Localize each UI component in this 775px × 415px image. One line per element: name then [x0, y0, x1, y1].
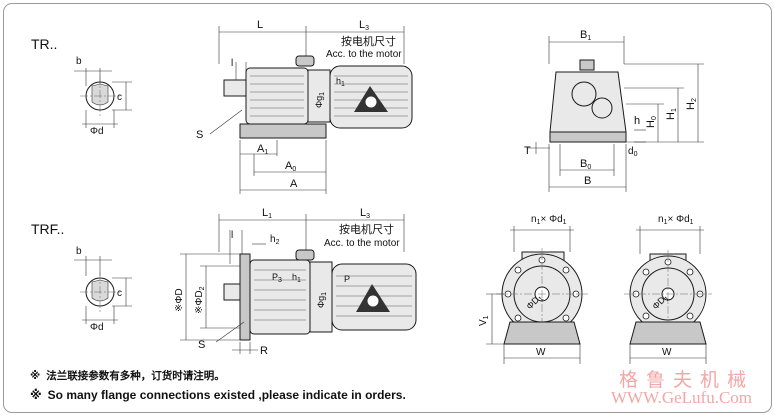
tr-shaft-b-label: b: [76, 56, 82, 67]
trf-P-label: P: [344, 274, 350, 284]
tr-side-view: L L3 按电机尺寸 Acc. to the motor l h1 Φg1 S …: [196, 19, 413, 194]
trf-R-label: R: [260, 345, 268, 357]
trf-h1-label: h1: [292, 272, 301, 284]
trf-l-label: l: [231, 230, 233, 241]
tr-shaft-phid-label: Φd: [90, 126, 104, 137]
tr-l-label: l: [231, 58, 233, 69]
trf-shaft-phid-label: Φd: [90, 322, 104, 333]
technical-drawing: TR.. TRF.. b c Φd L L3 按电机尺寸 Acc. to the…: [31, 19, 712, 364]
title-tr: TR..: [31, 36, 57, 52]
trf-motor-en: Acc. to the motor: [324, 238, 400, 249]
tr-H1-label: H1: [665, 108, 678, 120]
trf-shaft-b-label: b: [76, 246, 82, 257]
trf-shaft-section: b c Φd: [74, 246, 132, 333]
tr-L3-label: L3: [359, 19, 369, 32]
trf-flange-view-1: n1× Φd1 ΦD1 V1 W: [478, 214, 588, 364]
tr-A0-label: A0: [285, 160, 296, 173]
tr-g1-label: Φg1: [314, 92, 326, 108]
tr-B1-label: B1: [580, 29, 591, 42]
tr-H2-label: H2: [685, 98, 698, 110]
watermark-url: WWW.GeLufu.Com: [611, 388, 753, 407]
trf-flange-view-2: n1× Φd1 ΦD1 W: [624, 214, 712, 364]
note-chinese: ※法兰联接参数有多种，订货时请注明。: [30, 370, 225, 382]
flange2-W-label: W: [662, 347, 672, 358]
trf-side-view: L1 L3 按电机尺寸 Acc. to the motor l h2 ※ΦD ※…: [174, 207, 417, 357]
tr-B0-label: B0: [580, 158, 591, 171]
flange1-n1d1-label: n1× Φd1: [531, 214, 567, 226]
trf-h2-label: h2: [270, 234, 280, 246]
tr-h-label: h: [634, 115, 640, 127]
watermark-logo-text: 格鲁夫机械: [619, 369, 755, 391]
trf-L1-label: L1: [262, 207, 272, 220]
tr-end-view: B1 H2 H1 H0 h T d0 B0 B: [524, 29, 704, 192]
tr-A-label: A: [290, 178, 298, 190]
flange1-V1-label: V1: [478, 315, 490, 326]
flange2-n1d1-label: n1× Φd1: [658, 214, 694, 226]
title-trf: TRF..: [31, 221, 64, 237]
trf-P3-label: P3: [272, 272, 282, 284]
trf-S-label: S: [198, 339, 205, 351]
flange1-W-label: W: [536, 347, 546, 358]
tr-L-label: L: [257, 19, 263, 31]
drawing-frame: TR.. TRF.. b c Φd L L3 按电机尺寸 Acc. to the…: [3, 3, 772, 413]
tr-shaft-c-label: c: [117, 92, 122, 103]
trf-motor-cn: 按电机尺寸: [339, 222, 394, 236]
tr-motor-cn: 按电机尺寸: [341, 34, 396, 48]
tr-d0-label: d0: [628, 146, 638, 158]
tr-B-label: B: [584, 175, 591, 187]
trf-g1-label: Φg1: [316, 292, 328, 308]
tr-H0-label: H0: [645, 116, 658, 128]
tr-S-label: S: [196, 129, 203, 141]
trf-L3-label: L3: [360, 207, 370, 220]
trf-shaft-c-label: c: [117, 288, 122, 299]
tr-motor-en: Acc. to the motor: [326, 49, 402, 60]
tr-shaft-section: b c Φd: [74, 56, 132, 137]
tr-T-label: T: [524, 145, 531, 157]
trf-D2-label: ※ΦD2: [194, 286, 206, 314]
tr-A1-label: A1: [257, 143, 268, 156]
trf-D-label: ※ΦD: [174, 288, 185, 312]
tr-h1-label: h1: [336, 76, 345, 88]
note-english: ※So many flange connections existed ,ple…: [30, 388, 406, 402]
